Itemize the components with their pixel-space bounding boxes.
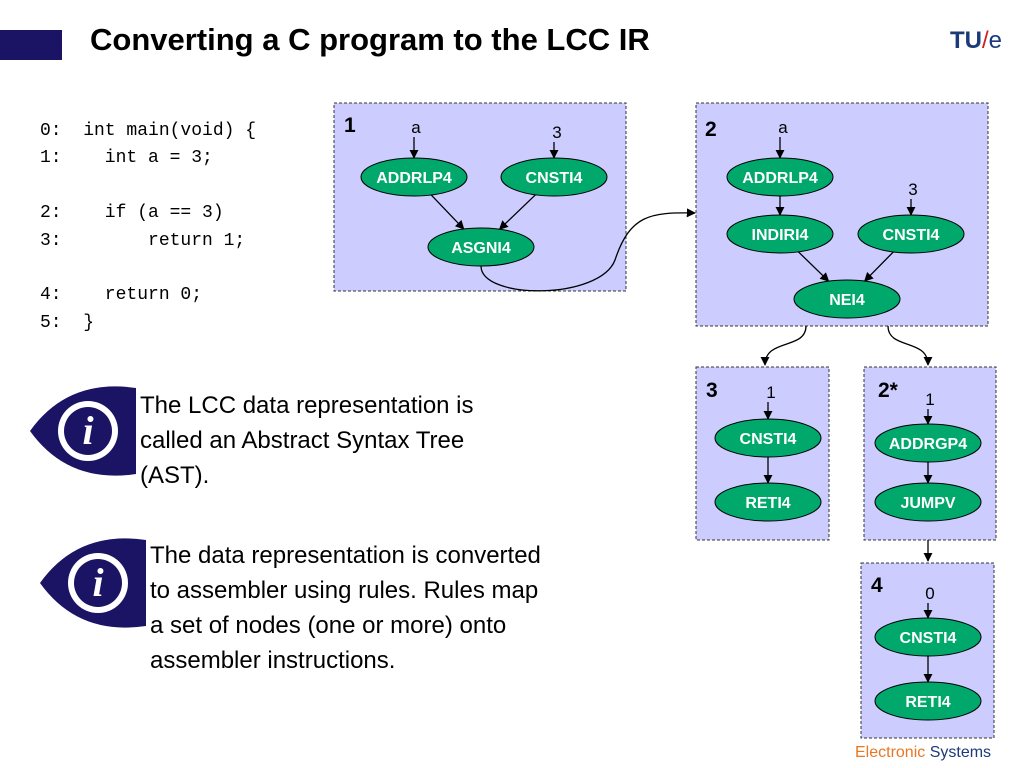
svg-text:i: i (92, 560, 103, 605)
block-label-4: 4 (871, 574, 883, 597)
info-line: The data representation is converted (150, 542, 541, 569)
ast-node-label: ADDRLP4 (376, 170, 452, 187)
code-line: 1: int a = 3; (40, 148, 213, 169)
info-line: to assembler using rules. Rules map (150, 577, 539, 604)
tree-edge (797, 251, 830, 282)
page-title: Converting a C program to the LCC IR (90, 22, 650, 57)
ast-node-indiri4 (726, 214, 834, 254)
leaf-value: 1 (925, 390, 934, 409)
ast-node-label: NEI4 (829, 292, 865, 309)
info-line: The LCC data representation is (140, 392, 474, 419)
ast-node-label: ADDRGP4 (889, 436, 967, 453)
ast-node-reti4 (714, 482, 822, 522)
ast-node-addrlp4 (726, 157, 834, 197)
ast-node-label: CNSTI4 (900, 630, 957, 647)
ast-node-label: ASGNI4 (451, 240, 511, 257)
leaf-value: a (778, 118, 788, 137)
info-line: (AST). (140, 462, 210, 489)
flow-arrow-2-to-3 (760, 325, 807, 366)
info-line: a set of nodes (one or more) onto (150, 612, 507, 639)
flow-arrow-1-to-2 (480, 208, 696, 292)
ast-node-label: RETI4 (745, 495, 790, 512)
tue-logo: TU/e (950, 27, 1002, 55)
leaf-value: 1 (766, 383, 775, 402)
leaf-value: 0 (925, 584, 934, 603)
info-line: called an Abstract Syntax Tree (140, 427, 465, 454)
ast-node-cnsti4 (500, 157, 608, 197)
logo-tu: TU (950, 27, 982, 54)
info-text-ast: The LCC data representation is called an… (140, 388, 474, 493)
ast-node-label: CNSTI4 (526, 170, 583, 187)
leaf-value: 3 (908, 180, 917, 199)
flow-arrow-2-to-2-star (887, 325, 933, 366)
ast-node-cnsti4 (714, 418, 822, 458)
c-code-listing: 0: int main(void) { 1: int a = 3; 2: if … (40, 118, 256, 337)
svg-text:i: i (82, 408, 93, 453)
leaf-value: a (411, 118, 421, 137)
footer-brand: Electronic Systems (855, 744, 991, 762)
ast-node-label: CNSTI4 (883, 227, 940, 244)
ast-node-reti4 (874, 681, 982, 721)
footer-word-systems: Systems (929, 744, 992, 761)
block-label-1: 1 (344, 114, 356, 137)
title-accent-bar (0, 30, 62, 60)
tree-edge (864, 251, 894, 282)
ast-node-label: RETI4 (905, 694, 950, 711)
ast-node-label: ADDRLP4 (742, 170, 818, 187)
logo-slash: / (982, 27, 989, 54)
code-line: 2: if (a == 3) (40, 203, 224, 224)
code-line: 0: int main(void) { (40, 121, 257, 141)
tree-edge (430, 194, 465, 230)
ast-node-addrlp4 (360, 157, 468, 197)
info-text-rules: The data representation is converted to … (150, 538, 541, 678)
code-line: 3: return 1; (40, 230, 246, 251)
tree-edge (498, 194, 536, 230)
ast-node-jumpv (874, 482, 982, 522)
block-label-2: 2 (705, 118, 717, 141)
logo-e: e (988, 27, 1003, 54)
ast-node-asgni4 (427, 227, 535, 267)
ast-node-cnsti4 (874, 617, 982, 657)
ast-node-nei4 (793, 279, 901, 319)
info-line: assembler instructions. (150, 647, 396, 674)
info-eye-icon: i (30, 386, 136, 476)
ast-node-addrgp4 (874, 423, 982, 463)
ast-node-cnsti4 (857, 214, 965, 254)
ast-node-label: JUMPV (900, 495, 955, 512)
ast-node-label: CNSTI4 (740, 431, 797, 448)
footer-word-electronic: Electronic (855, 744, 926, 761)
ast-node-label: INDIRI4 (752, 227, 809, 244)
info-eye-icon: i (40, 538, 146, 628)
code-line: 4: return 0; (40, 285, 203, 306)
code-line: 5: } (40, 312, 95, 333)
leaf-value: 3 (552, 123, 561, 142)
block-label-2-star: 2* (878, 379, 899, 402)
block-label-3: 3 (706, 379, 718, 402)
